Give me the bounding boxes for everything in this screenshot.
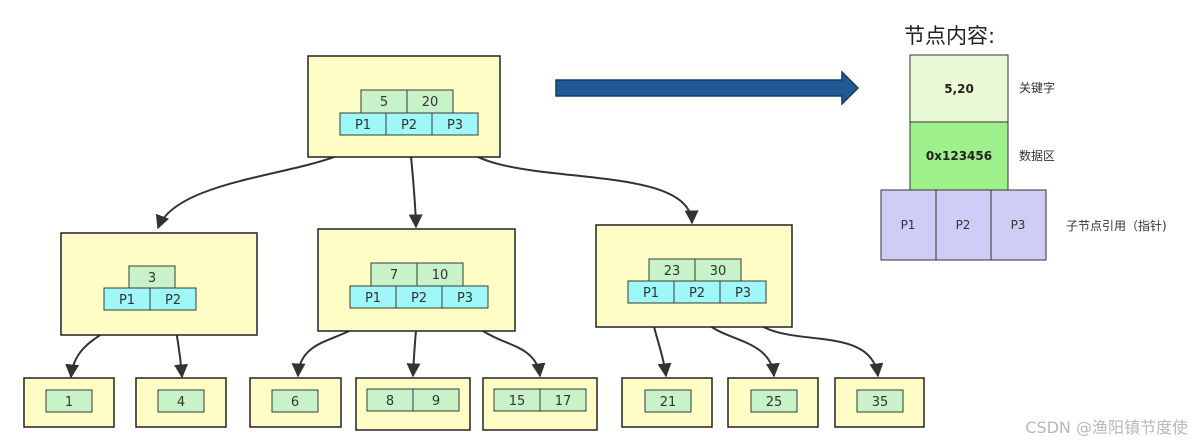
internal-pointer-cell xyxy=(149,287,197,311)
legend-title: 节点内容: xyxy=(904,24,995,48)
legend-pointer-box xyxy=(990,189,1047,261)
watermark: CSDN @渔阳镇节度使 xyxy=(1025,418,1188,437)
leaf-key-label: 15 xyxy=(509,394,526,409)
legend-data-value: 0x123456 xyxy=(926,149,992,163)
legend-pointer-label: 子节点引用（指针) xyxy=(1066,218,1167,233)
leaf-key-label: 9 xyxy=(432,394,440,409)
leaf-key-label: 6 xyxy=(291,395,299,410)
internal-key-label: 3 xyxy=(148,271,156,286)
internal-pointer-label: P2 xyxy=(689,286,705,301)
legend-pointer-value: P1 xyxy=(901,218,916,232)
leaf-node-6: 6 xyxy=(249,377,342,428)
leaf-node-21: 21 xyxy=(621,377,713,428)
legend-pointer-box xyxy=(935,189,992,261)
root-pointer-label: P2 xyxy=(401,118,417,133)
leaf-key-label: 1 xyxy=(65,395,73,410)
internal-pointer-label: P2 xyxy=(411,291,427,306)
legend-pointer-box xyxy=(880,189,937,261)
leaf-node-1: 1 xyxy=(23,377,115,428)
leaf-key-cell xyxy=(539,388,587,412)
legend-key-label: 关键字 xyxy=(1019,80,1055,95)
internal-node-7-10: 7 10 P1 P2 P3 xyxy=(317,228,516,332)
internal-pointer-label: P3 xyxy=(735,286,751,301)
legend-data-box xyxy=(909,121,1009,191)
internal-node-23-30: 23 30 P1 P2 P3 xyxy=(595,224,793,328)
root-node: 5 20 P1 P2 P3 xyxy=(307,55,501,158)
internal-pointer-cell xyxy=(719,280,767,304)
internal-key-label: 7 xyxy=(390,268,398,283)
leaf-key-cell xyxy=(644,389,692,413)
root-key-label: 5 xyxy=(380,95,388,110)
leaf-key-label: 35 xyxy=(872,395,889,410)
root-key-label: 20 xyxy=(422,95,439,110)
internal-pointer-cell xyxy=(441,285,489,309)
legend-data-label: 数据区 xyxy=(1019,148,1055,163)
internal-key-label: 30 xyxy=(710,264,727,279)
leaf-node-35: 35 xyxy=(834,377,925,428)
big-right-arrow xyxy=(555,70,860,106)
leaf-key-label: 21 xyxy=(660,395,677,410)
legend: 节点内容: 5,20 关键字 0x123456 数据区 P1 P2 P3 子节点… xyxy=(880,24,1167,261)
internal-pointer-label: P1 xyxy=(119,293,135,308)
root-pointer-label: P1 xyxy=(355,118,371,133)
leaf-node-8-9: 8 9 xyxy=(355,377,471,431)
leaf-node-15-17: 15 17 xyxy=(482,377,598,431)
leaf-key-cell xyxy=(412,388,460,412)
leaf-key-cell xyxy=(157,389,205,413)
legend-pointer-value: P3 xyxy=(1011,218,1026,232)
leaf-key-label: 25 xyxy=(766,395,783,410)
internal-key-label: 10 xyxy=(432,268,449,283)
legend-key-value: 5,20 xyxy=(944,82,974,96)
leaf-key-cell xyxy=(856,389,904,413)
legend-key-box xyxy=(909,54,1009,123)
internal-node-3: 3 P1 P2 xyxy=(60,232,258,336)
internal-pointer-label: P2 xyxy=(165,293,181,308)
internal-pointer-label: P1 xyxy=(643,286,659,301)
leaf-key-label: 8 xyxy=(386,394,394,409)
legend-pointer-value: P2 xyxy=(956,218,971,232)
root-pointer-label: P3 xyxy=(447,118,463,133)
leaf-key-cell xyxy=(271,389,319,413)
leaf-node-25: 25 xyxy=(727,377,819,428)
leaf-key-label: 17 xyxy=(555,394,572,409)
leaf-node-4: 4 xyxy=(135,377,227,428)
internal-key-label: 23 xyxy=(664,264,681,279)
internal-pointer-label: P3 xyxy=(457,291,473,306)
internal-node-box xyxy=(60,232,258,336)
root-pointer-cell xyxy=(431,112,479,136)
internal-pointer-label: P1 xyxy=(365,291,381,306)
leaf-key-label: 4 xyxy=(177,395,185,410)
leaf-key-cell xyxy=(750,389,798,413)
leaf-key-cell xyxy=(45,389,93,413)
